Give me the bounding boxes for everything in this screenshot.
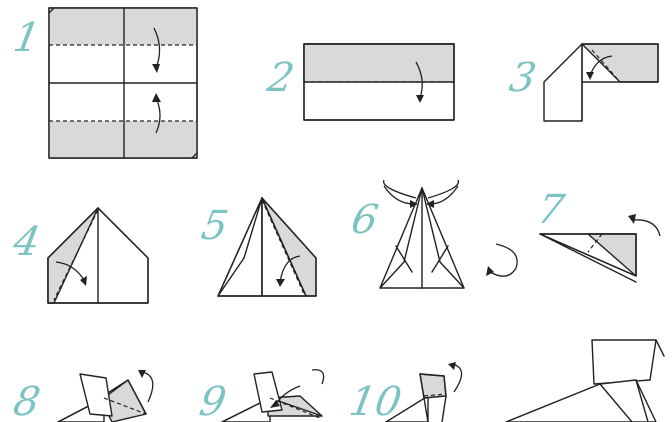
step-10-diagram bbox=[385, 362, 463, 422]
step-1-diagram bbox=[48, 7, 198, 159]
step-4-diagram bbox=[47, 207, 149, 304]
step-2-diagram bbox=[303, 43, 455, 121]
step-5-diagram bbox=[217, 197, 317, 297]
step-8-diagram bbox=[57, 370, 154, 422]
step-3-diagram bbox=[543, 43, 659, 122]
final-plane-diagram bbox=[505, 339, 665, 422]
step-7-diagram bbox=[539, 214, 661, 283]
step-6-diagram bbox=[379, 179, 518, 289]
step-9-diagram bbox=[221, 369, 325, 422]
